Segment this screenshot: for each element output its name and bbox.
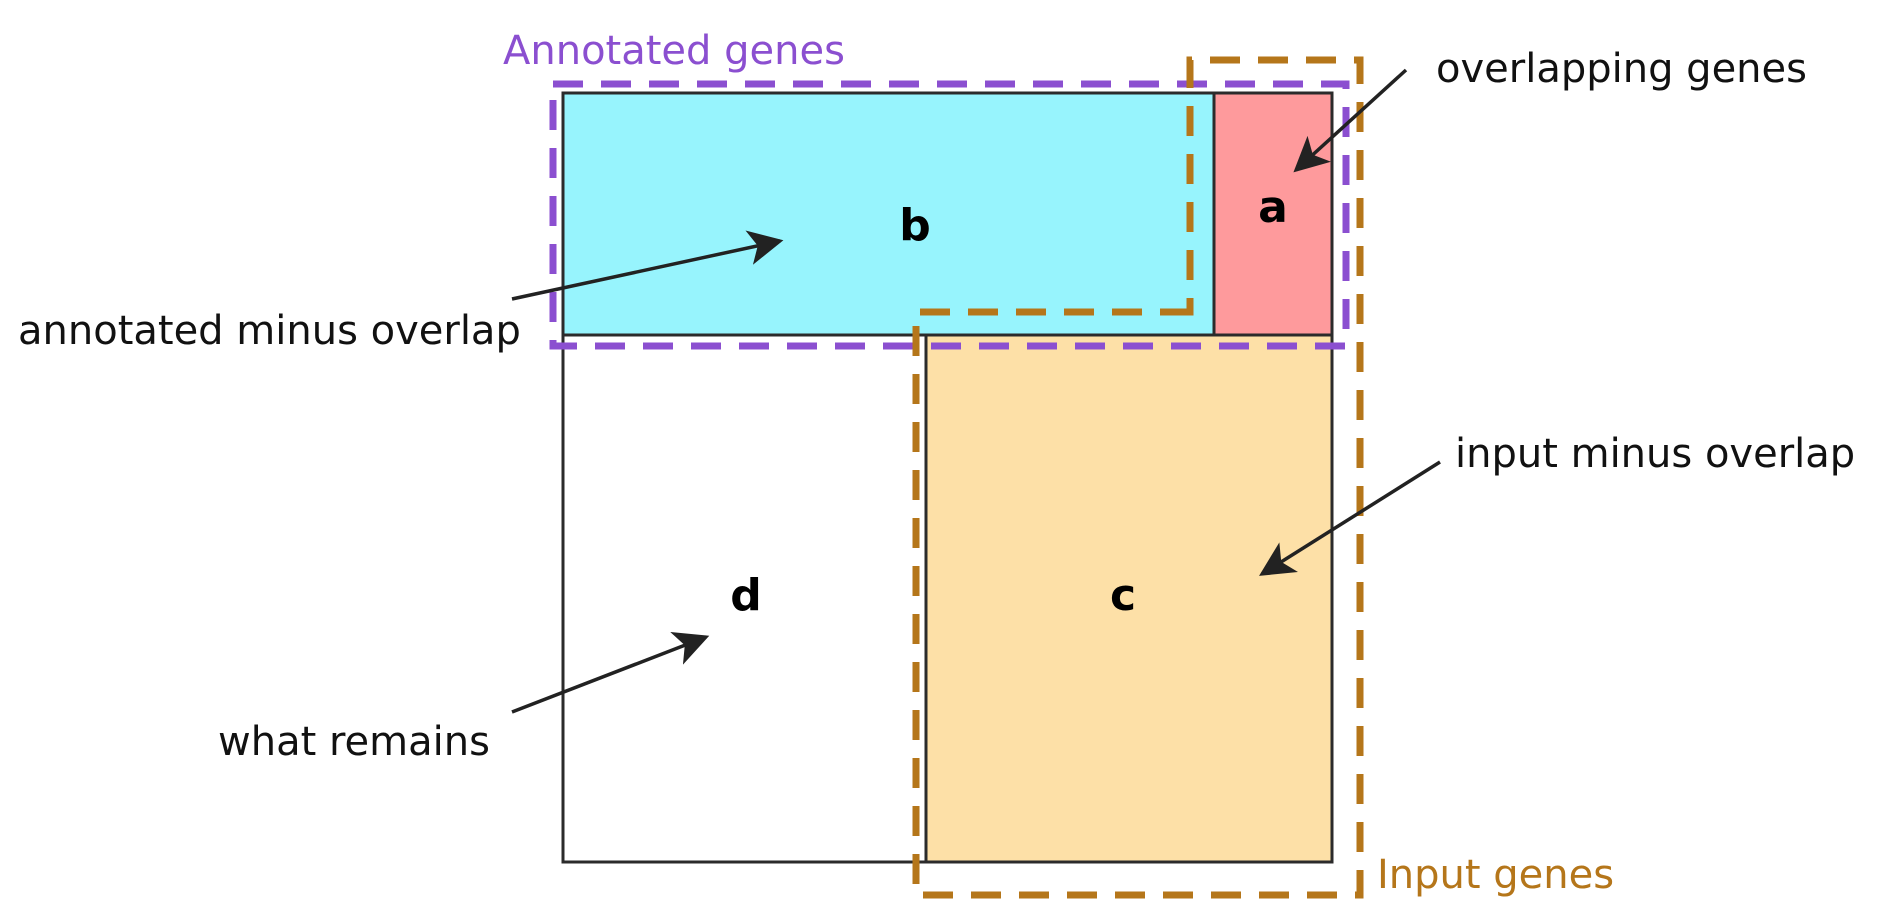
arrow-overlapping-genes xyxy=(1293,68,1408,173)
cell-d-region xyxy=(563,335,926,862)
callout-annotated-minus-overlap: annotated minus overlap xyxy=(18,308,521,354)
outer-frame xyxy=(561,91,1334,864)
cell-b-label: b xyxy=(899,200,931,251)
cell-d-label: d xyxy=(730,570,762,621)
input-genes-label: Input genes xyxy=(1377,852,1614,898)
annotated-genes-boundary xyxy=(549,80,1350,350)
callout-what-remains: what remains xyxy=(218,719,490,765)
annotated-genes-label: Annotated genes xyxy=(503,28,845,74)
cell-a-region xyxy=(1214,93,1332,335)
callout-overlapping-genes: overlapping genes xyxy=(1436,46,1807,92)
callout-input-minus-overlap: input minus overlap xyxy=(1455,431,1855,477)
arrow-input-minus-overlap xyxy=(1259,460,1441,576)
arrow-what-remains xyxy=(511,632,710,714)
cell-c-label: c xyxy=(1110,570,1136,621)
cell-a-label: a xyxy=(1258,182,1288,233)
cell-c-region xyxy=(926,335,1332,862)
input-genes-boundary xyxy=(912,56,1364,899)
cell-b-region xyxy=(563,93,1214,335)
arrow-annotated-minus-overlap xyxy=(511,230,784,301)
